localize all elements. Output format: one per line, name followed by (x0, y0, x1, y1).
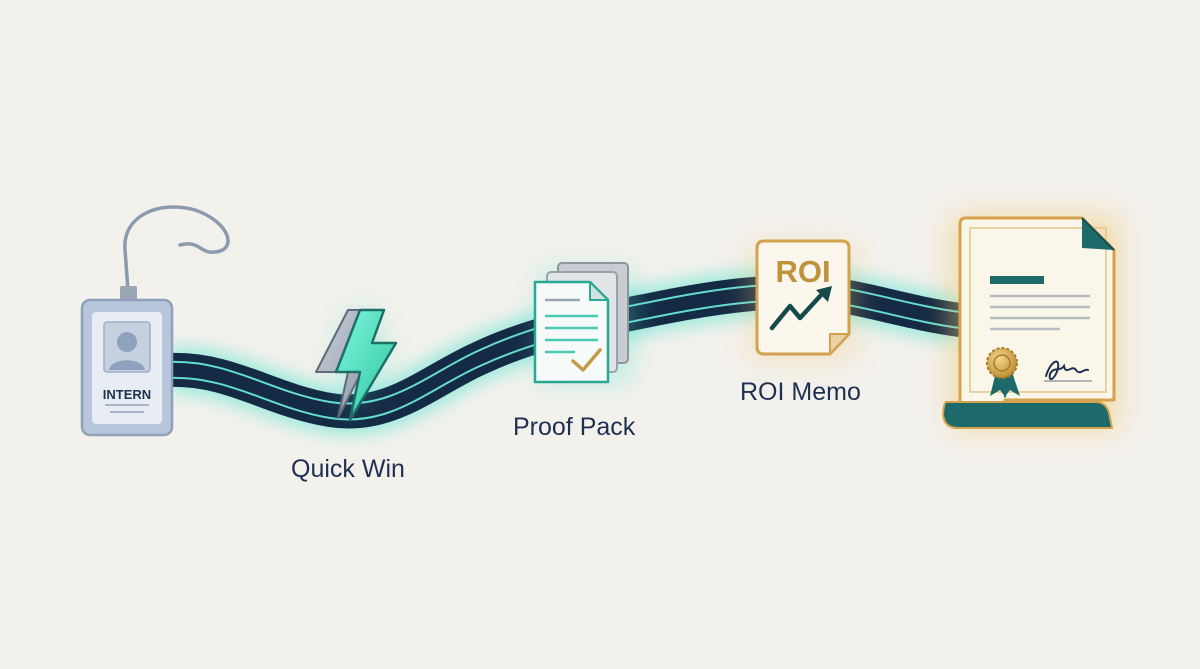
roi-document-text: ROI (775, 254, 830, 289)
intern-badge (80, 205, 230, 437)
roi-document-icon (750, 239, 855, 360)
lightning-bolt-icon (315, 308, 398, 422)
milestone-label-roi-memo: ROI Memo (740, 378, 861, 406)
certificate-icon (941, 215, 1120, 430)
milestone-label-quick-win: Quick Win (291, 455, 405, 483)
milestone-label-proof-pack: Proof Pack (513, 413, 636, 441)
document-stack-icon (533, 262, 632, 384)
badge-label: INTERN (103, 387, 151, 402)
